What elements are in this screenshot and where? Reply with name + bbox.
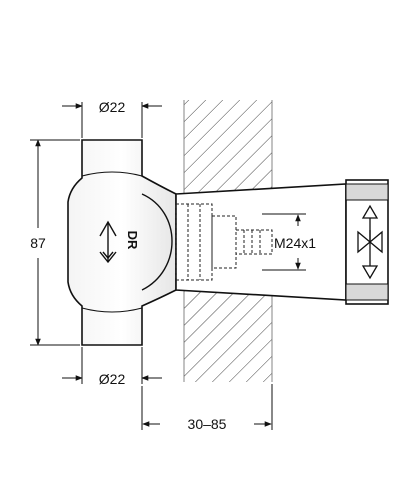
- body-marking: DR: [125, 231, 140, 250]
- dim-thread-label: M24x1: [274, 235, 316, 251]
- dim-bottom-diameter-label: Ø22: [99, 371, 126, 387]
- dim-height-label: 87: [30, 235, 46, 251]
- thread-detail: [175, 203, 273, 281]
- valve-body: [67, 139, 177, 346]
- dim-top-diameter: [62, 102, 162, 138]
- dim-bottom-diameter: [62, 347, 162, 384]
- dim-thread: [262, 213, 306, 271]
- stop-valve-symbol-icon: [357, 204, 383, 280]
- dim-wall-depth-label: 30–85: [188, 416, 227, 432]
- valve-dome: [141, 193, 173, 291]
- dim-wall-depth: [141, 384, 273, 430]
- dim-top-diameter-label: Ø22: [99, 99, 126, 115]
- flow-arrow-icon: [99, 220, 117, 264]
- dim-height: [30, 139, 80, 346]
